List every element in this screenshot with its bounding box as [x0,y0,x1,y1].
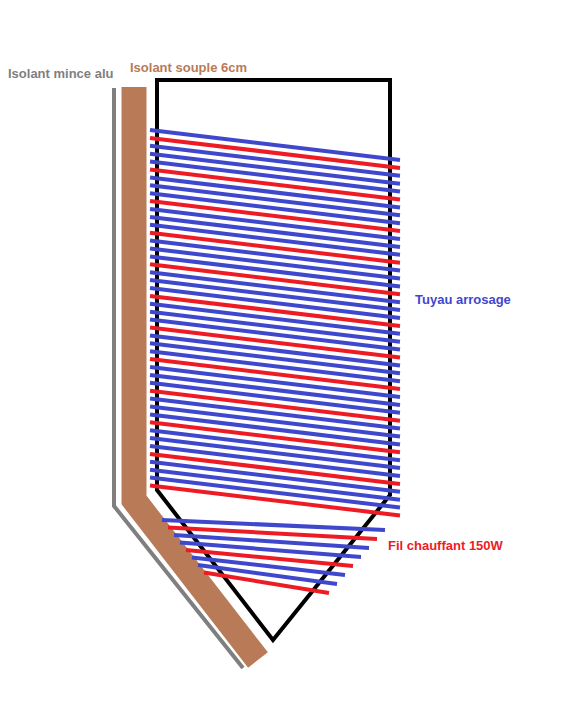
coil-line [150,391,400,421]
coil-line [150,209,400,239]
coil-line [150,312,400,342]
coil-line [150,130,400,160]
coil-line [150,438,400,468]
coil-line [150,225,400,255]
coil-line [204,573,329,594]
coil-line [150,478,400,508]
coil-line [150,256,400,286]
coil-line [150,454,400,484]
coil-line [150,304,400,334]
coil-line [150,138,400,168]
coil-line [150,367,400,397]
coil-line [180,543,361,558]
coil-line [150,288,400,318]
coil-line [150,486,400,516]
coil-line [150,177,400,207]
coil-line [150,264,400,294]
coil-line [150,162,400,192]
coil-line [150,193,400,223]
coil-line [150,328,400,358]
coil-line [150,375,400,405]
coil-line [150,351,400,381]
coil-line [150,280,400,310]
hose-label: Tuyau arrosage [415,292,511,308]
coil-line [150,383,400,413]
heating-wire-label: Fil chauffant 150W [388,538,503,554]
coil-line [150,343,400,373]
coil-line [150,201,400,231]
coil-line [150,320,400,350]
coil-line [150,170,400,200]
coil-line [150,185,400,215]
coil-line [150,430,400,460]
coil-line [150,233,400,263]
insulation-label: Isolant souple 6cm [130,60,247,76]
coil-line [150,462,400,492]
coil-line [150,217,400,247]
coil-line [150,399,400,429]
coil-line [150,359,400,389]
coil-line [150,296,400,326]
coil-line [150,154,400,184]
coil-line [150,470,400,500]
coil-line [150,446,400,476]
coil-windings [150,130,400,593]
coil-line [150,335,400,365]
coil-line [150,272,400,302]
insulation-label: Isolant mince alu [8,66,113,82]
coil-line [150,422,400,452]
coil-line [150,146,400,176]
coil-line [150,241,400,271]
coil-line [150,407,400,437]
coil-line [150,414,400,444]
coil-line [150,249,400,279]
